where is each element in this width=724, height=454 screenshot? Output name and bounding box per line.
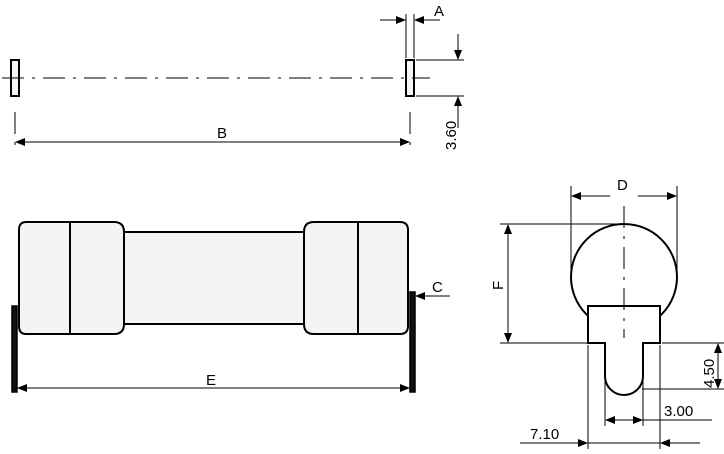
- label-c: C: [432, 279, 443, 296]
- fuse-body-tube: [117, 231, 311, 325]
- terminal-blade: [587, 305, 661, 396]
- dim-450-text: 4.50: [701, 359, 718, 388]
- dim-300-text: 3.00: [664, 403, 693, 420]
- label-d: D: [617, 177, 628, 194]
- label-b: B: [217, 125, 227, 142]
- top-view: A 3.60 B: [2, 3, 464, 150]
- label-e: E: [206, 372, 216, 389]
- label-f: F: [490, 281, 507, 290]
- label-a: A: [434, 3, 444, 20]
- right-end-cap-inner: [303, 221, 359, 335]
- dim-360-text: 3.60: [443, 121, 460, 150]
- end-view: D F 4.50 3.00 7.10: [490, 177, 724, 449]
- right-end-cap-outer: [357, 221, 409, 335]
- dim-710-text: 7.10: [530, 426, 559, 443]
- left-end-cap-outer: [18, 221, 71, 335]
- right-lead-tag: [409, 291, 416, 393]
- left-lead-tag: [11, 305, 18, 393]
- side-view: C E: [11, 221, 450, 393]
- left-end-cap-inner: [69, 221, 125, 335]
